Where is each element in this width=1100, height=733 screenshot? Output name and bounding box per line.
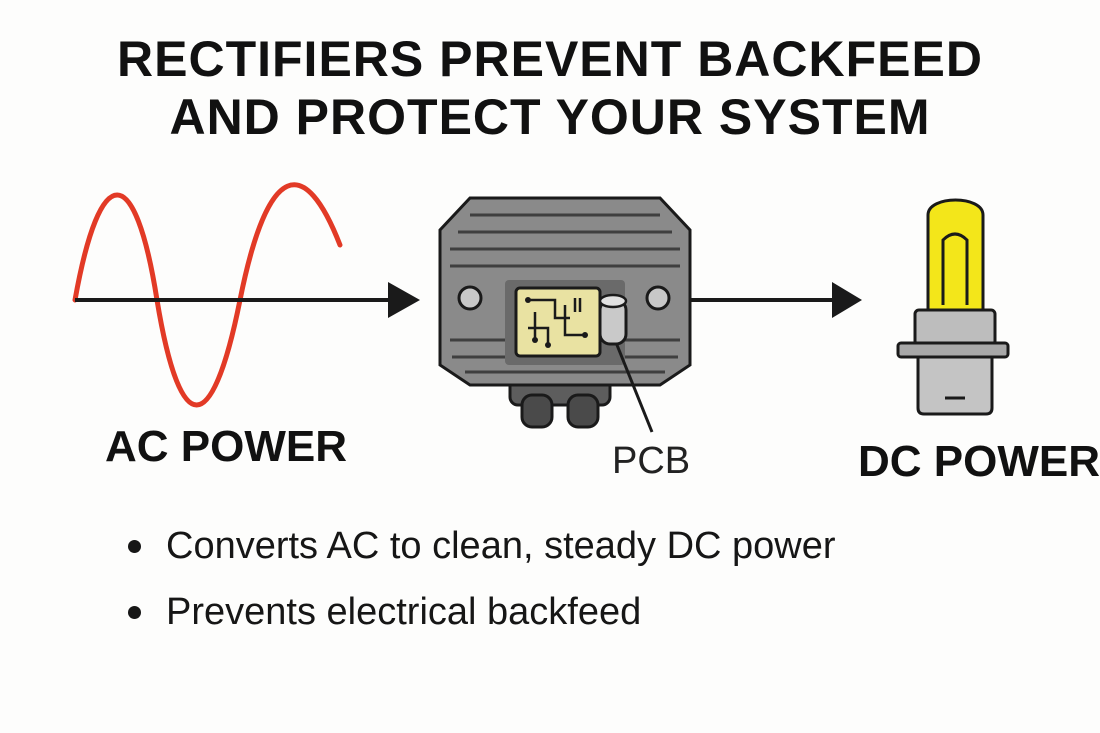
title-line-2: AND PROTECT YOUR SYSTEM — [169, 89, 931, 145]
light-bulb-icon — [896, 198, 1010, 416]
list-item: Prevents electrical backfeed — [128, 579, 836, 645]
ac-sine-wave-icon — [72, 182, 343, 408]
bullet-icon — [128, 605, 141, 619]
arrow-right-icon — [690, 282, 862, 318]
rectifier-module-icon — [438, 196, 692, 433]
bullet-text: Converts AC to clean, steady DC power — [166, 525, 836, 567]
bullet-icon — [128, 539, 141, 553]
pcb-label: PCB — [612, 440, 691, 482]
benefits-list: Converts AC to clean, steady DC power Pr… — [128, 513, 836, 645]
arrow-right-icon — [75, 282, 420, 318]
dc-power-label: DC POWER — [858, 437, 1100, 486]
list-item: Converts AC to clean, steady DC power — [128, 513, 836, 579]
bullet-text: Prevents electrical backfeed — [166, 591, 642, 633]
title-line-1: RECTIFIERS PREVENT BACKFEED — [117, 31, 983, 87]
capacitor-icon — [598, 293, 628, 346]
page-title: RECTIFIERS PREVENT BACKFEED AND PROTECT … — [0, 30, 1100, 146]
ac-power-label: AC POWER — [105, 422, 347, 471]
